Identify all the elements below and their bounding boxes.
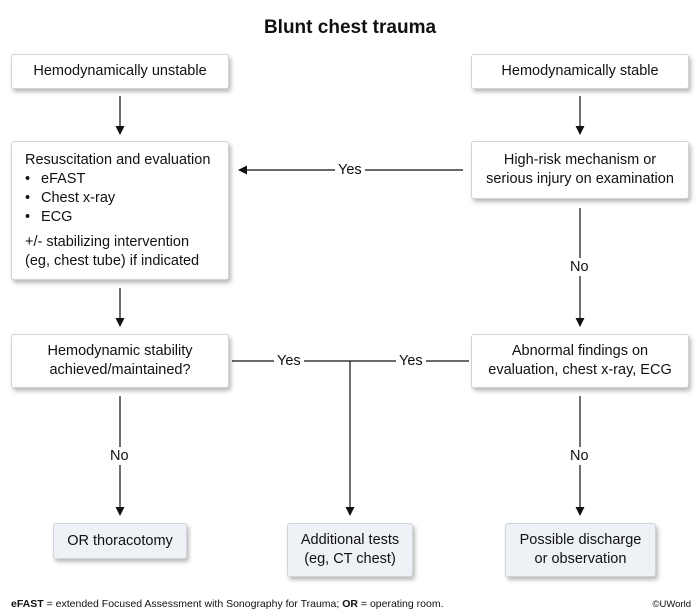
footnote-term-efast: eFAST <box>11 598 44 610</box>
box-unstable-text: Hemodynamically unstable <box>33 63 207 79</box>
resuscitation-note-line1: +/- stabilizing intervention <box>25 234 190 250</box>
box-stable-text: Hemodynamically stable <box>501 63 659 79</box>
label-yes-abnormal: Yes <box>396 352 426 370</box>
stability-line1: Hemodynamic stability <box>47 343 193 359</box>
label-no-abnormal: No <box>567 447 592 465</box>
additional-line2: (eg, CT chest) <box>304 551 396 567</box>
resuscitation-note-line2: (eg, chest tube) if indicated <box>25 253 200 269</box>
resuscitation-item-efast: eFAST <box>25 170 85 189</box>
label-no-stability: No <box>107 447 132 465</box>
diagram-title: Blunt chest trauma <box>263 17 437 38</box>
box-hemodynamic-stability: Hemodynamic stability achieved/maintaine… <box>11 334 229 388</box>
resuscitation-item-ecg: ECG <box>25 208 72 227</box>
box-high-risk-mechanism: High-risk mechanism or serious injury on… <box>471 141 689 199</box>
thoracotomy-text: OR thoracotomy <box>67 532 173 549</box>
box-resuscitation-and-evaluation: Resuscitation and evaluation eFAST Chest… <box>11 141 229 280</box>
abnormal-line1: Abnormal findings on <box>511 343 649 359</box>
abnormal-line2: evaluation, chest x-ray, ECG <box>488 362 672 378</box>
box-or-thoracotomy: OR thoracotomy <box>53 523 187 559</box>
high-risk-line2: serious injury on examination <box>486 171 674 187</box>
label-yes-high-risk: Yes <box>335 161 365 179</box>
label-no-high-risk: No <box>567 258 592 276</box>
box-hemodynamically-stable: Hemodynamically stable <box>471 54 689 89</box>
label-yes-stability: Yes <box>274 352 304 370</box>
footnote-term-or: OR <box>342 598 358 610</box>
stability-line2: achieved/maintained? <box>49 362 191 378</box>
discharge-line1: Possible discharge <box>519 532 642 548</box>
additional-line1: Additional tests <box>300 532 400 548</box>
box-additional-tests: Additional tests (eg, CT chest) <box>287 523 413 577</box>
footnote-def-efast: = extended Focused Assessment with Sonog… <box>43 598 343 610</box>
box-hemodynamically-unstable: Hemodynamically unstable <box>11 54 229 89</box>
footnote-def-or: = operating room. <box>357 598 444 610</box>
box-abnormal-findings: Abnormal findings on evaluation, chest x… <box>471 334 689 388</box>
copyright: ©UWorld <box>652 599 692 610</box>
discharge-line2: or observation <box>534 551 627 567</box>
high-risk-line1: High-risk mechanism or <box>503 152 657 168</box>
footnote: eFAST = extended Focused Assessment with… <box>11 598 444 610</box>
box-possible-discharge: Possible discharge or observation <box>505 523 656 577</box>
resuscitation-heading: Resuscitation and evaluation <box>25 152 211 168</box>
resuscitation-item-chest-xray: Chest x-ray <box>25 189 115 208</box>
